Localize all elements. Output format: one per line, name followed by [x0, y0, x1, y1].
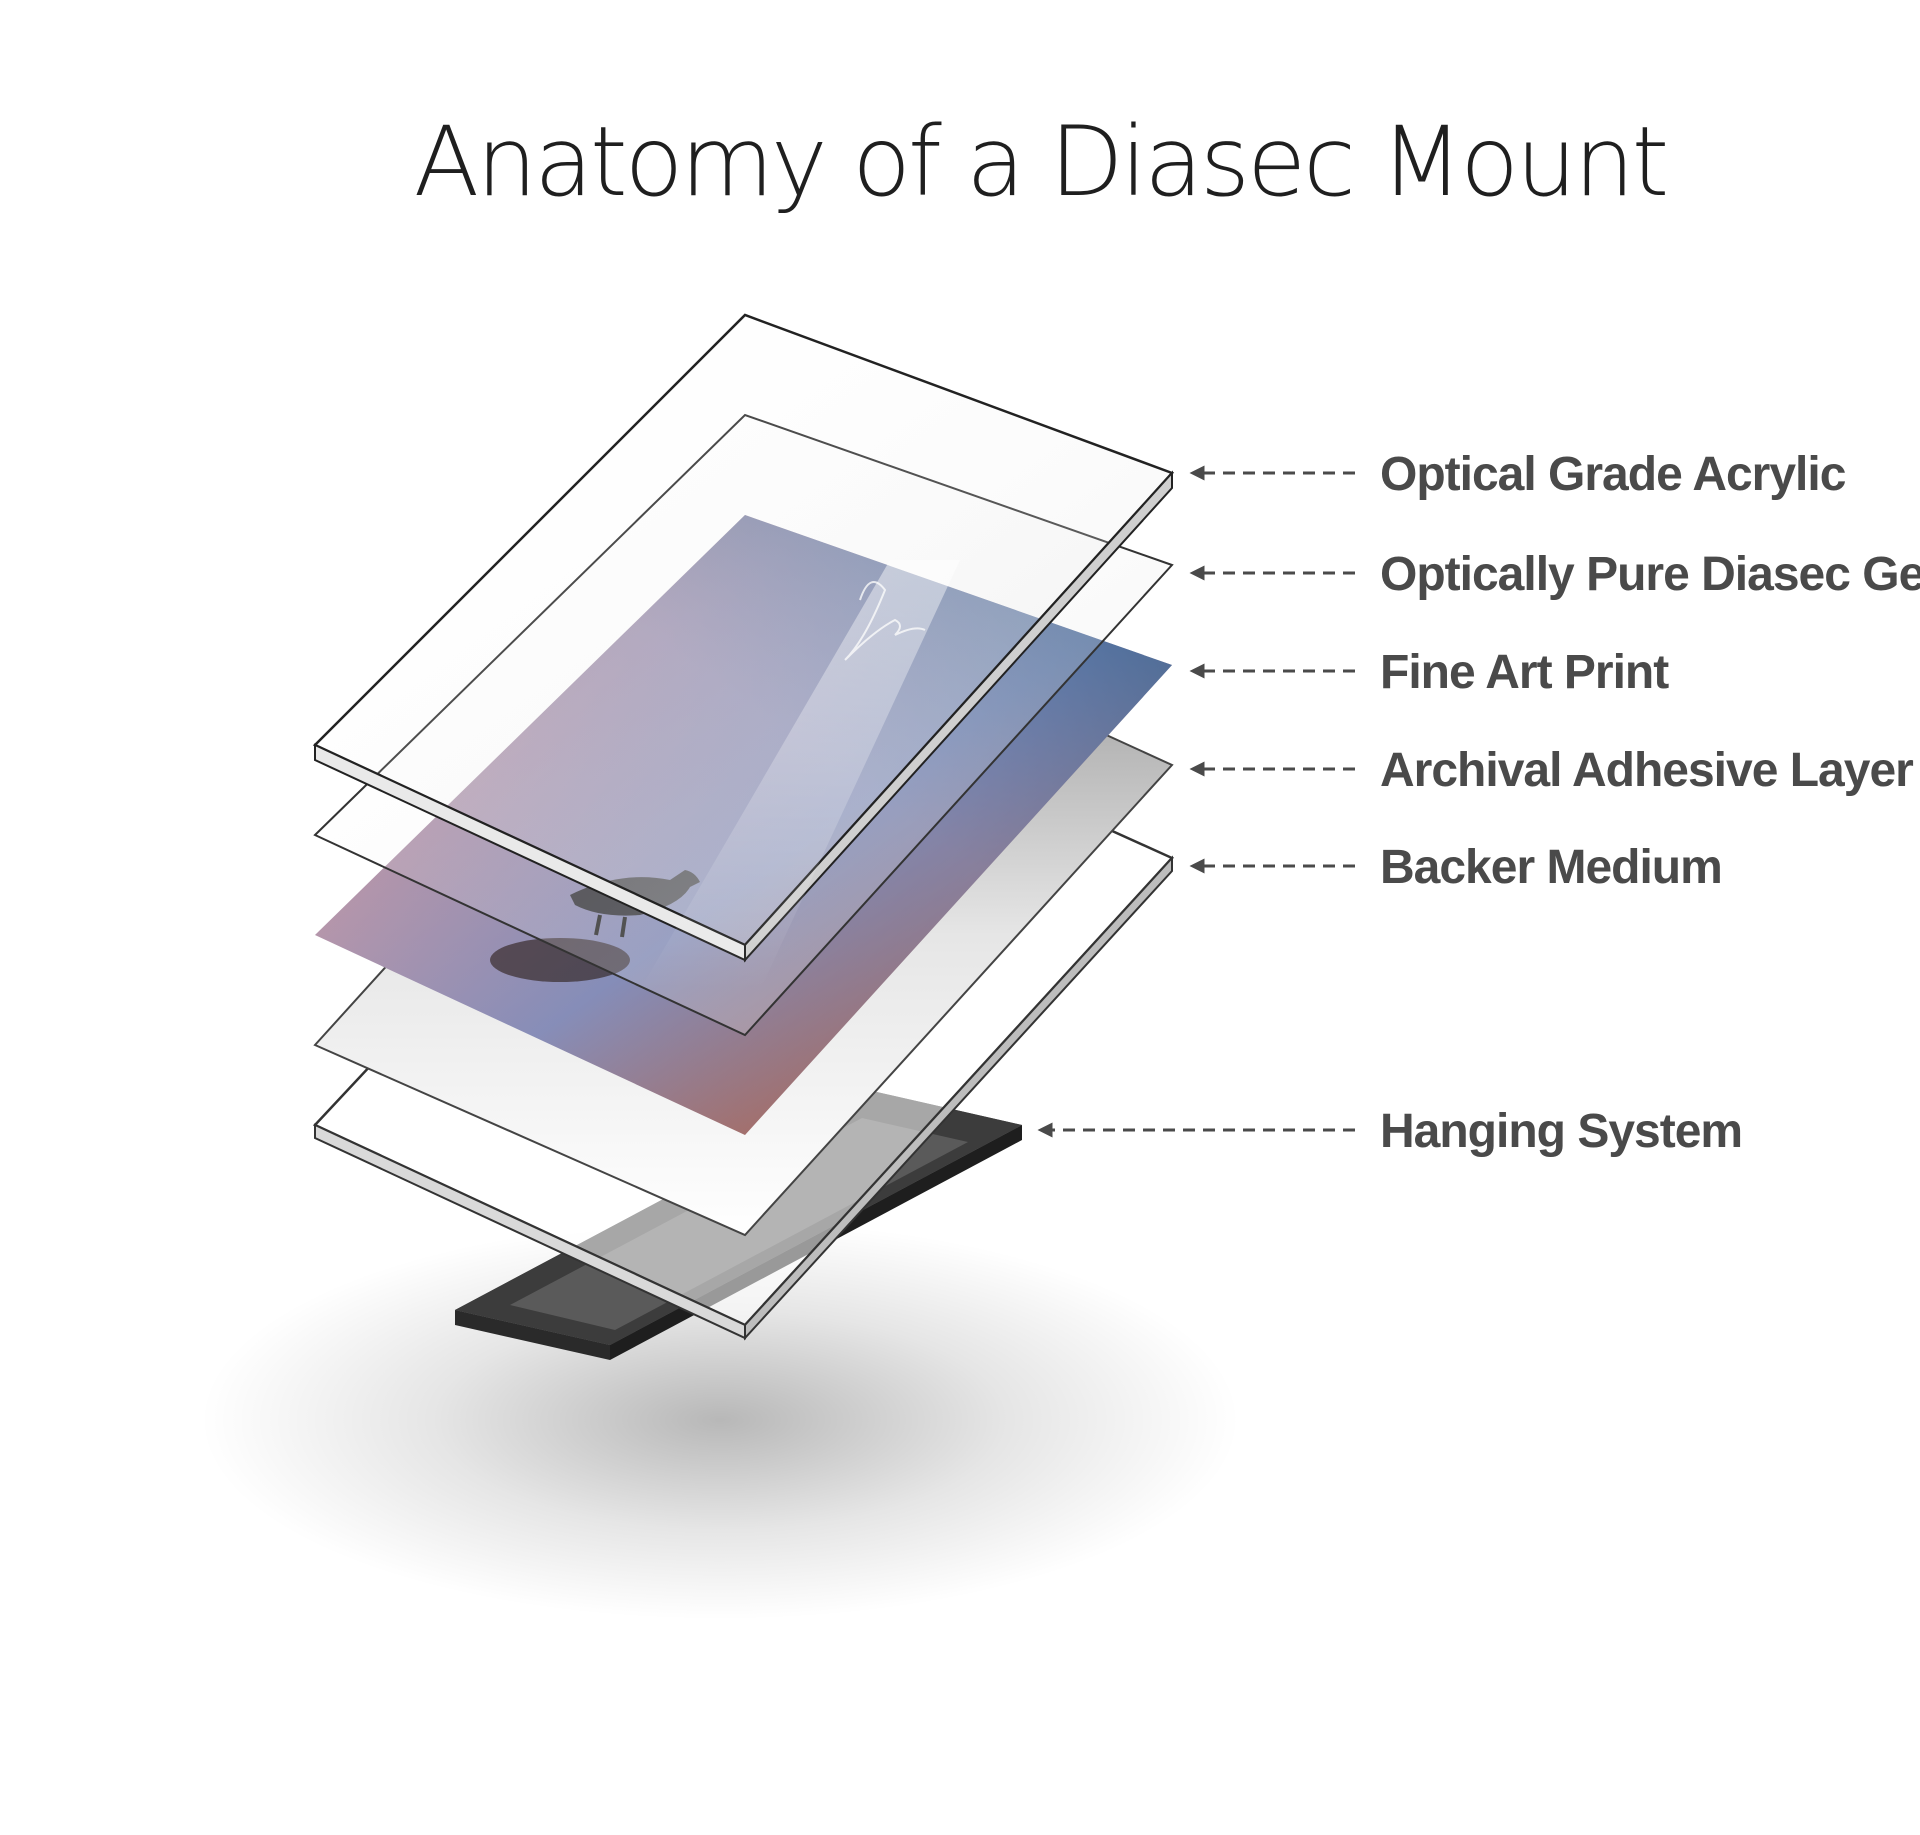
label-diasec-gel: Optically Pure Diasec Gel [1380, 548, 1920, 601]
callout-labels: Optical Grade Acrylic Optically Pure Dia… [1380, 448, 1920, 1158]
label-fine-art-print: Fine Art Print [1380, 646, 1669, 699]
label-backer-medium: Backer Medium [1380, 841, 1722, 894]
label-hanging-system: Hanging System [1380, 1105, 1742, 1158]
diagram-title: Anatomy of a Diasec Mount [414, 106, 1667, 218]
label-optical-acrylic: Optical Grade Acrylic [1380, 448, 1846, 501]
label-archival-adhesive: Archival Adhesive Layer [1380, 744, 1913, 797]
